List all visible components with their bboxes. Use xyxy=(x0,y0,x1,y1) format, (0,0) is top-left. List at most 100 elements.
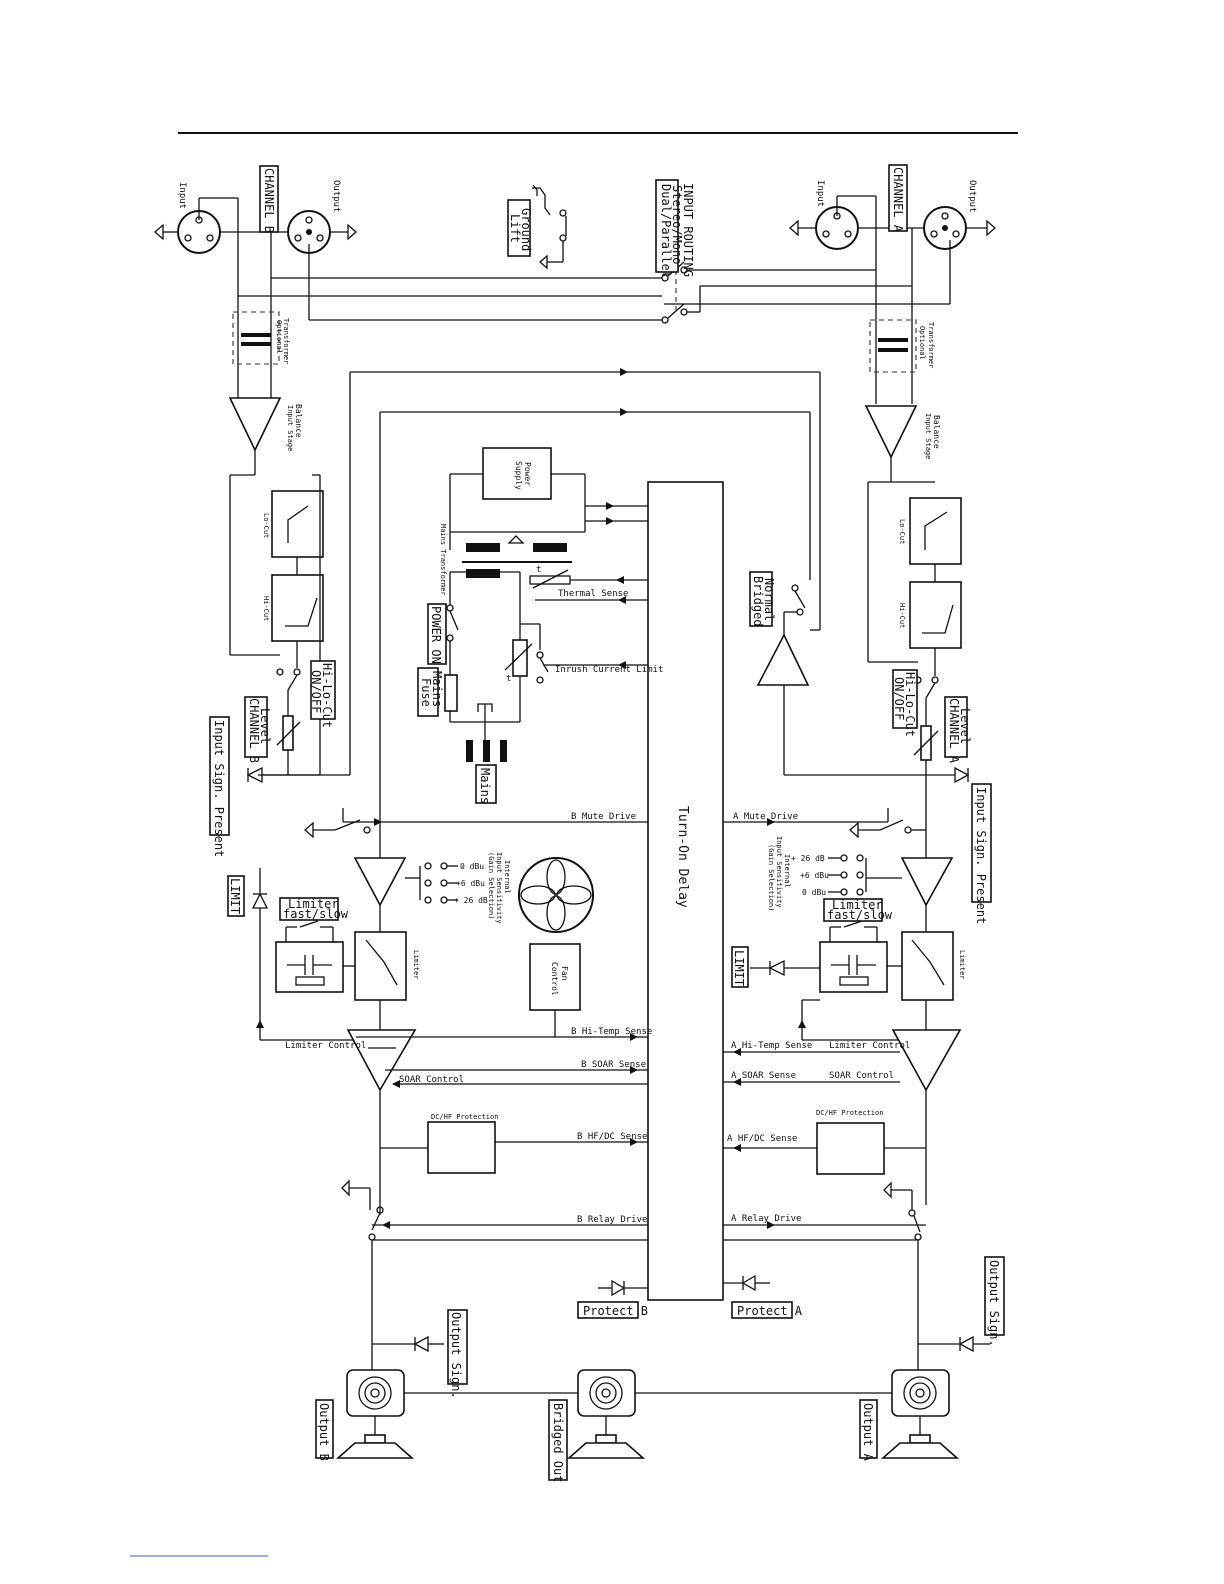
output-sign-a-frame xyxy=(984,1256,1005,1336)
hi-cut-filter-b xyxy=(271,574,324,642)
level-a-frame xyxy=(944,696,968,758)
limiter-rc-a xyxy=(819,941,888,993)
inrush-current-limit-label: Inrush Current Limit xyxy=(555,665,663,675)
hi-cut-a-label: Hi-Cut xyxy=(898,603,906,628)
level-channel-b-label: CHANNEL B xyxy=(247,698,261,763)
output-sign-label-b xyxy=(447,1309,468,1385)
input-sign-b-frame xyxy=(209,716,230,836)
mains-fuse-label xyxy=(417,667,439,717)
output-a-frame xyxy=(859,1399,878,1459)
input-stage-b-label: Input Stage xyxy=(286,405,294,451)
fan-icon xyxy=(518,857,594,933)
a-relay-drive-label: A Relay Drive xyxy=(731,1214,801,1224)
limiter-a-switch-label: Limiter xyxy=(832,898,883,912)
limiter-switch-label-a xyxy=(823,898,883,922)
transformer-b xyxy=(232,311,280,365)
transformer-a-label: Transformer xyxy=(927,322,935,368)
dc-hf-protection-a xyxy=(816,1122,885,1175)
speakon-output-b xyxy=(335,1369,578,1459)
normal-label: Normal xyxy=(762,578,776,621)
ground-label: Ground xyxy=(519,208,533,251)
speakon-bridged-out xyxy=(566,1369,892,1459)
limiter-control-a-label: Limiter Control xyxy=(829,1041,910,1051)
speakon-output-a xyxy=(880,1369,960,1459)
hi-lo-cut-b-label: Hi-Lo-Cut xyxy=(320,663,334,728)
thermal-sense-label: Thermal Sense xyxy=(558,589,628,599)
input-routing-label-text: INPUT ROUTING xyxy=(681,183,695,277)
limit-a-frame xyxy=(731,946,749,988)
turn-on-delay-label: Turn-On Delay xyxy=(675,806,690,908)
ground-lift-label xyxy=(507,199,531,257)
limit-b-label: LIMIT xyxy=(228,878,242,914)
protect-a-label xyxy=(731,1301,793,1319)
mains-fuse-text: Mains xyxy=(430,671,444,707)
soar-control-b-label: SOAR Control xyxy=(399,1075,464,1085)
a-gain-sensitivity-label: Input Sensitivity xyxy=(775,836,783,908)
soar-control-a-label: SOAR Control xyxy=(829,1071,894,1081)
hi-lo-cut-a-frame xyxy=(892,669,918,729)
input-b-label: Input xyxy=(177,182,187,209)
protect-a-text: Protect A xyxy=(737,1304,803,1318)
output-b-label: Output xyxy=(331,180,341,213)
channel-a-input-section xyxy=(789,195,996,858)
speaker-b-icon xyxy=(335,1442,415,1459)
input-signal-led-a xyxy=(954,766,970,784)
channel-a-amp-section xyxy=(723,808,990,1370)
limiter-control-b-label: Limiter Control xyxy=(285,1041,366,1051)
speaker-a-icon xyxy=(880,1442,960,1459)
dc-hf-protection-a-label: DC/HF Protection xyxy=(816,1109,883,1117)
input-sign-present-b-label: Input Sign. Present xyxy=(212,720,226,857)
dc-hf-protection-b xyxy=(427,1121,496,1174)
fan-control-label: Control xyxy=(550,962,559,996)
a-mute-drive-label: A Mute Drive xyxy=(733,812,798,822)
mains-fuse xyxy=(444,674,458,712)
output-b-frame xyxy=(315,1399,334,1459)
limiter-rc-b xyxy=(275,941,344,993)
ground-arrow-icon xyxy=(154,223,164,241)
balance-a-label: Balance xyxy=(932,415,941,449)
bridged-out-label: Bridged Out xyxy=(551,1403,565,1482)
level-b-label: Level xyxy=(258,708,272,744)
level-a-label: Level xyxy=(958,708,972,744)
b-soar-sense-label: B SOAR Sense xyxy=(581,1060,646,1070)
power-amp-b xyxy=(346,1029,417,1092)
thermal-sensor xyxy=(529,575,571,585)
input-sign-a-frame xyxy=(971,783,992,903)
fuse-text: Fuse xyxy=(419,678,433,707)
lo-cut-b-label: Lo-Cut xyxy=(262,513,270,538)
a-sens-6-label: +6 dBu xyxy=(800,871,829,880)
balance-input-stage-b xyxy=(228,397,282,452)
b-sens-6-label: +6 dBu xyxy=(456,879,485,888)
output-signal-led-a xyxy=(958,1335,974,1353)
a-hi-temp-sense-label: A Hi-Temp Sense xyxy=(731,1041,812,1051)
limiter-b-label: Limiter xyxy=(412,950,420,980)
mains-transformer xyxy=(466,543,500,552)
input-stage-a-label: Input Stage xyxy=(924,413,932,459)
protect-b-led xyxy=(611,1279,626,1297)
protect-b-text: Protect B xyxy=(583,1304,648,1318)
dc-hf-protection-b-label: DC/HF Protection xyxy=(431,1113,498,1121)
channel-a-frame xyxy=(888,164,908,232)
output-sign-b-label: Output Sign. xyxy=(449,1312,463,1399)
fast-slow-a-label: fast/slow xyxy=(827,908,893,922)
b-gain-internal-label: Internal xyxy=(503,860,511,894)
limiter-b xyxy=(354,931,407,1001)
lo-cut-filter-b xyxy=(271,490,324,558)
limiter-a-label: Limiter xyxy=(958,950,966,980)
level-channel-a-label: CHANNEL A xyxy=(947,698,961,764)
channel-b-input-section xyxy=(154,197,820,784)
fan-control xyxy=(529,943,581,1011)
fan-label: Fan xyxy=(560,966,569,981)
output-signal-led-b xyxy=(413,1335,429,1353)
output-b-speaker-label: Output B xyxy=(317,1403,331,1461)
a-hf-dc-sense-label: A HF/DC Sense xyxy=(727,1134,797,1144)
power-on-text: POWER ON xyxy=(429,606,443,664)
a-sens-0-label: 0 dBu xyxy=(802,888,826,897)
power-label: Power xyxy=(523,462,532,486)
balance-input-stage-a xyxy=(864,405,918,459)
balance-b-label: Balance xyxy=(294,404,303,438)
normal-bridged-label xyxy=(749,571,773,627)
b-mute-drive-label: B Mute Drive xyxy=(571,812,636,822)
thermal-t-label: t xyxy=(536,565,541,575)
